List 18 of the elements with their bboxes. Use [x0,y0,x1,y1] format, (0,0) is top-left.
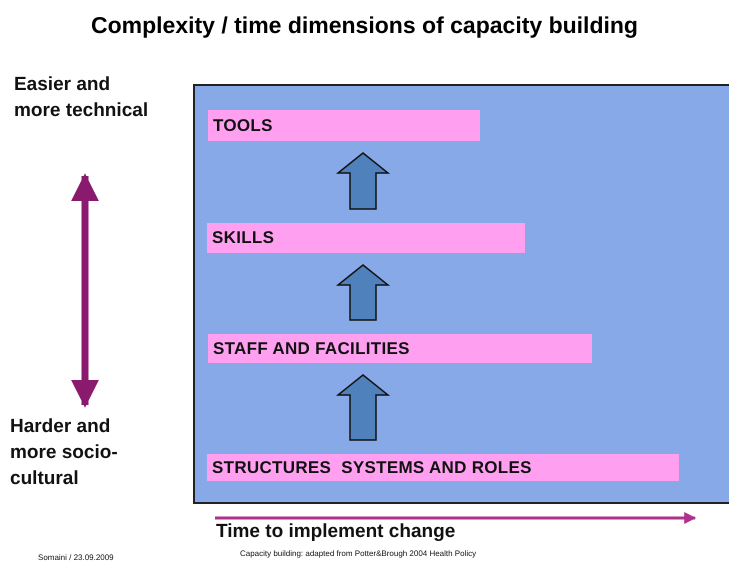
block-arrow [336,264,390,321]
scale-label: Easier and more technical [14,73,150,123]
panel-background [193,84,729,504]
axis-label: Time to implement change [216,520,456,544]
level-bar [207,454,679,481]
title: Complexity / time dimensions of capacity building [90,12,639,39]
level-label: STRUCTURES SYSTEMS AND ROLES [212,458,532,478]
level-label: STAFF AND FACILITIES [213,338,410,358]
block-arrow [336,374,390,441]
block-arrow [336,152,390,210]
level-label: SKILLS [212,228,274,248]
scale-label: Harder and more socio-cultural [10,415,119,491]
level-label: TOOLS [213,116,273,136]
author-date: Somaini / 23.09.2009 [38,553,115,563]
level-bar [208,334,592,363]
level-bar [207,223,525,253]
source-note: Capacity building: adapted from Potter&Brough 2004 Health Policy [240,549,478,559]
level-bar [208,110,480,141]
